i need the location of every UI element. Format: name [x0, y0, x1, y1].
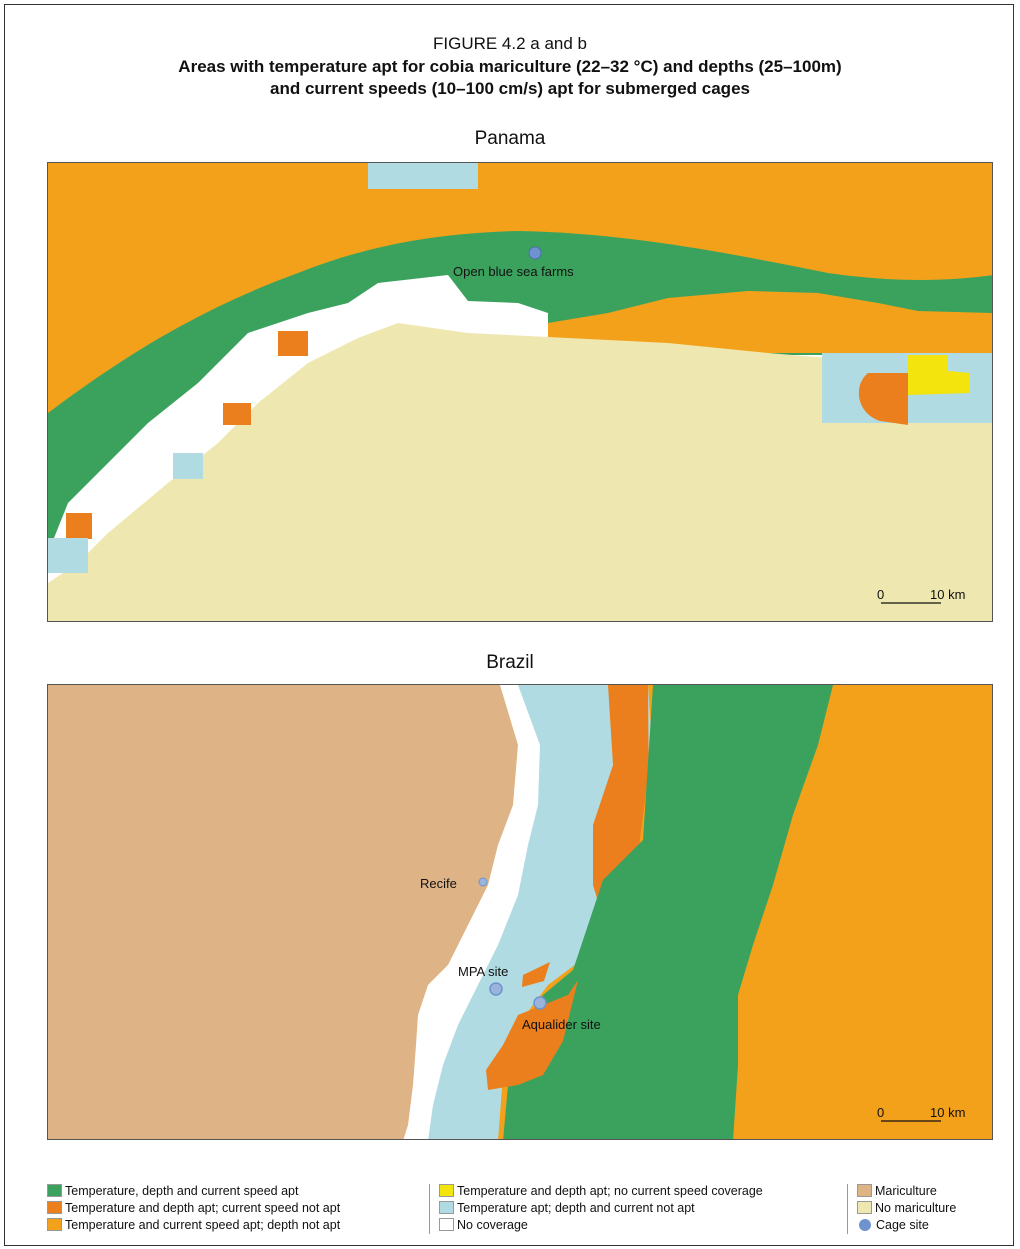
cage-site-icon-mpa — [489, 982, 503, 996]
figure-title-line-1: Areas with temperature apt for cobia mar… — [178, 57, 842, 76]
south-orange-patch — [486, 980, 578, 1090]
coast-blue-2 — [48, 538, 88, 573]
legend-label: Temperature, depth and current speed apt — [65, 1183, 299, 1198]
place-label-recife: Recife — [420, 876, 457, 891]
coast-orange-3 — [66, 513, 92, 539]
legend-label: Mariculture — [875, 1183, 937, 1198]
site-label-open-blue: Open blue sea farms — [453, 264, 574, 279]
figure-title: Areas with temperature apt for cobia mar… — [0, 56, 1020, 100]
legend-separator — [847, 1184, 848, 1234]
legend-item-no-mariculture: No mariculture — [857, 1199, 956, 1216]
legend-label: Temperature and depth apt; no current sp… — [457, 1183, 763, 1198]
scale-zero: 0 — [877, 587, 884, 602]
legend-swatch — [857, 1201, 872, 1214]
legend-label: Cage site — [876, 1217, 929, 1232]
recife-marker — [478, 877, 488, 887]
scale-distance: 10 km — [930, 1105, 965, 1120]
legend-swatch — [47, 1201, 62, 1214]
figure-label: FIGURE 4.2 a and b — [432, 34, 588, 53]
legend-label: No coverage — [457, 1217, 528, 1232]
panama-map: Open blue sea farms 0 10 km — [47, 162, 993, 622]
cage-site-icon — [859, 1218, 871, 1231]
brazil-map-svg: Recife MPA site Aqualider site 0 10 km — [48, 685, 992, 1139]
land-no-mariculture — [48, 323, 992, 621]
figure-frame — [4, 4, 1014, 1246]
legend-item-current-not-apt: Temperature and depth apt; current speed… — [47, 1199, 340, 1216]
legend-item-mariculture: Mariculture — [857, 1182, 937, 1199]
figure-title-line-2: and current speeds (10–100 cm/s) apt for… — [270, 79, 750, 98]
panama-title: Panama — [474, 128, 546, 149]
legend-swatch — [439, 1218, 454, 1231]
legend-label: Temperature and depth apt; current speed… — [65, 1200, 341, 1215]
legend-item-temperature-only: Temperature apt; depth and current not a… — [439, 1199, 695, 1216]
east-yellow-patch — [908, 355, 970, 395]
map-legend: Temperature, depth and current speed apt… — [47, 1180, 993, 1240]
coast-blue-1 — [173, 453, 203, 479]
cage-site-icon-aqualider — [533, 996, 547, 1010]
panama-map-svg: Open blue sea farms 0 10 km — [48, 163, 992, 621]
scale-distance: 10 km — [930, 587, 965, 602]
legend-swatch — [47, 1184, 62, 1197]
east-orange-patch — [858, 373, 908, 425]
legend-item-apt: Temperature, depth and current speed apt — [47, 1182, 298, 1199]
offshore-orange-band — [548, 291, 992, 353]
legend-swatch — [439, 1184, 454, 1197]
legend-item-cage-site: Cage site — [857, 1216, 929, 1233]
legend-label: Temperature and current speed apt; depth… — [65, 1217, 341, 1232]
apt-zone — [503, 685, 833, 1139]
site-label-mpa: MPA site — [458, 964, 508, 979]
legend-item-no-coverage: No coverage — [439, 1216, 528, 1233]
legend-swatch — [439, 1201, 454, 1214]
brazil-map: Recife MPA site Aqualider site 0 10 km — [47, 684, 993, 1140]
legend-item-depth-not-apt: Temperature and current speed apt; depth… — [47, 1216, 340, 1233]
legend-label: No mariculture — [875, 1200, 957, 1215]
legend-swatch — [47, 1218, 62, 1231]
legend-label: Temperature apt; depth and current not a… — [457, 1200, 695, 1215]
coast-orange-1 — [278, 331, 308, 356]
legend-separator — [429, 1184, 430, 1234]
coast-orange-2 — [223, 403, 251, 425]
mpa-orange-patch — [522, 962, 550, 987]
brazil-title: Brazil — [486, 652, 534, 673]
scale-zero: 0 — [877, 1105, 884, 1120]
cage-site-icon — [528, 246, 542, 260]
top-coverage-patch — [368, 163, 478, 189]
site-label-aqualider: Aqualider site — [522, 1017, 601, 1032]
legend-swatch — [857, 1184, 872, 1197]
legend-item-no-current-coverage: Temperature and depth apt; no current sp… — [439, 1182, 763, 1199]
